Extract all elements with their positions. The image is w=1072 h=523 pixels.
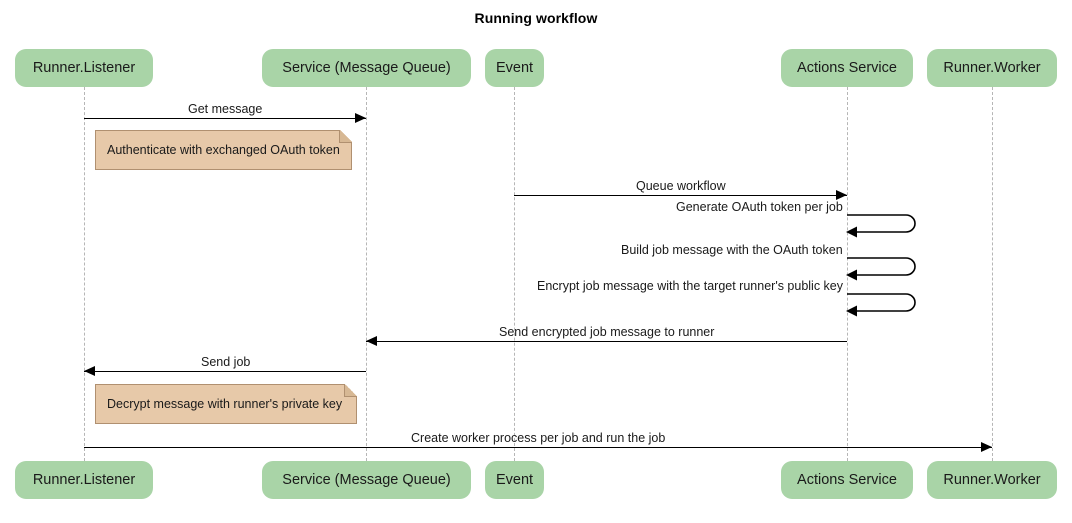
participant-label: Service (Message Queue) [282, 472, 451, 488]
message-line [84, 371, 366, 372]
participant-label: Runner.Worker [943, 472, 1041, 488]
message-label: Queue workflow [636, 179, 726, 193]
participant-label: Service (Message Queue) [282, 60, 451, 76]
participant-runner-listener-bottom[interactable]: Runner.Listener [15, 461, 153, 499]
participant-label: Actions Service [797, 472, 897, 488]
message-label: Generate OAuth token per job [676, 200, 843, 214]
participant-actions-service-bottom[interactable]: Actions Service [781, 461, 913, 499]
message-label: Create worker process per job and run th… [411, 431, 666, 445]
note-fold-corner-icon [339, 130, 352, 143]
message-label: Get message [188, 102, 263, 116]
note-fold-corner-icon [344, 384, 357, 397]
page-title: Running workflow [474, 10, 598, 26]
lifeline-service-message-queue [366, 87, 367, 461]
note-authenticate-note[interactable]: Authenticate with exchanged OAuth token [95, 130, 352, 170]
participant-event-top[interactable]: Event [485, 49, 544, 87]
arrow-head-icon [355, 113, 366, 123]
message-label: Build job message with the OAuth token [621, 243, 843, 257]
participant-runner-worker-top[interactable]: Runner.Worker [927, 49, 1057, 87]
message-label: Send encrypted job message to runner [499, 325, 715, 339]
participant-label: Runner.Listener [32, 60, 136, 76]
lifeline-runner-listener [84, 87, 85, 461]
self-loop-path [846, 257, 919, 283]
participant-actions-service-top[interactable]: Actions Service [781, 49, 913, 87]
arrow-head-icon [84, 366, 95, 376]
participant-event-bottom[interactable]: Event [485, 461, 544, 499]
message-line [514, 195, 847, 196]
note-decrypt-note[interactable]: Decrypt message with runner's private ke… [95, 384, 357, 424]
self-loop-path [846, 214, 919, 240]
participant-label: Runner.Worker [943, 60, 1041, 76]
message-label: Send job [201, 355, 251, 369]
note-text: Authenticate with exchanged OAuth token [107, 143, 340, 157]
participant-label: Actions Service [797, 60, 897, 76]
message-line [366, 341, 847, 342]
participant-service-message-queue-bottom[interactable]: Service (Message Queue) [262, 461, 471, 499]
message-line [84, 118, 366, 119]
participant-label: Event [495, 60, 534, 76]
message-line [84, 447, 992, 448]
arrow-head-icon [366, 336, 377, 346]
participant-label: Event [495, 472, 534, 488]
participant-runner-worker-bottom[interactable]: Runner.Worker [927, 461, 1057, 499]
lifeline-runner-worker [992, 87, 993, 461]
lifeline-actions-service [847, 87, 848, 461]
self-loop-path [846, 293, 919, 319]
arrow-head-icon [836, 190, 847, 200]
participant-runner-listener-top[interactable]: Runner.Listener [15, 49, 153, 87]
participant-service-message-queue-top[interactable]: Service (Message Queue) [262, 49, 471, 87]
arrow-head-icon [981, 442, 992, 452]
message-label: Encrypt job message with the target runn… [537, 279, 844, 293]
note-text: Decrypt message with runner's private ke… [107, 397, 343, 411]
lifeline-event [514, 87, 515, 461]
participant-label: Runner.Listener [32, 472, 136, 488]
